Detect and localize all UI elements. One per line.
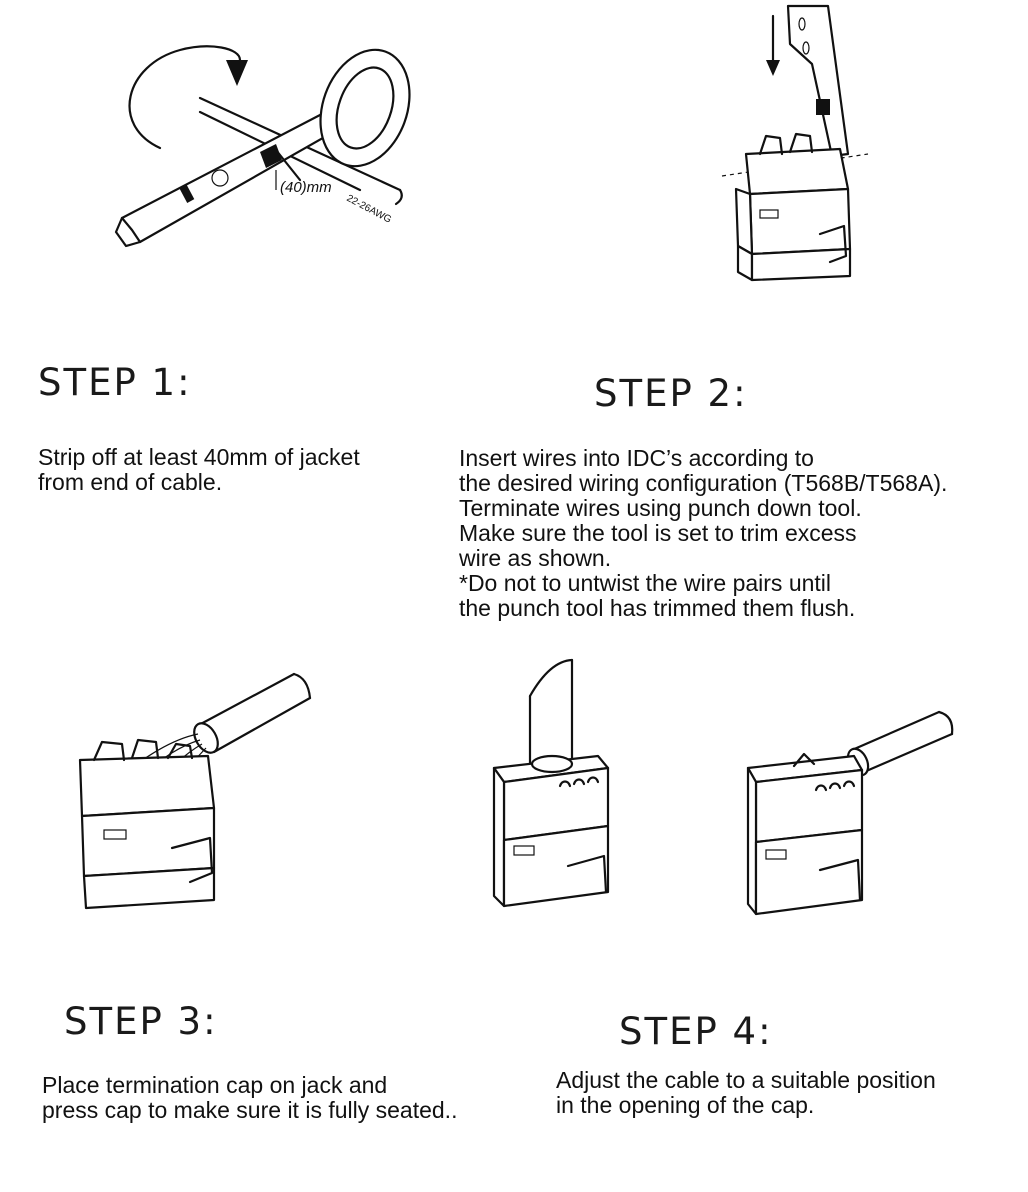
step-3-title: STEP 3: bbox=[64, 1000, 218, 1043]
step-1-text: Strip off at least 40mm of jacket from e… bbox=[38, 444, 360, 495]
punch-down-illustration bbox=[721, 4, 869, 282]
gauge-label: 22-26AWG bbox=[345, 193, 394, 226]
capped-jack-vertical-illustration bbox=[492, 658, 610, 908]
measure-label: (40)mm bbox=[280, 179, 332, 196]
step-2-text: Insert wires into IDC’s according to the… bbox=[459, 445, 948, 621]
step-2-title: STEP 2: bbox=[594, 372, 748, 415]
capped-jack-angled-illustration bbox=[746, 710, 954, 916]
step-4-title: STEP 4: bbox=[619, 1010, 773, 1053]
step-1-title: STEP 1: bbox=[38, 361, 192, 404]
cable-stripper-illustration: (40)mm 22-26AWG bbox=[114, 45, 411, 248]
jack-with-wires-illustration bbox=[78, 672, 312, 910]
step-4-text: Adjust the cable to a suitable position … bbox=[556, 1067, 936, 1118]
step-3-text: Place termination cap on jack and press … bbox=[42, 1072, 458, 1123]
